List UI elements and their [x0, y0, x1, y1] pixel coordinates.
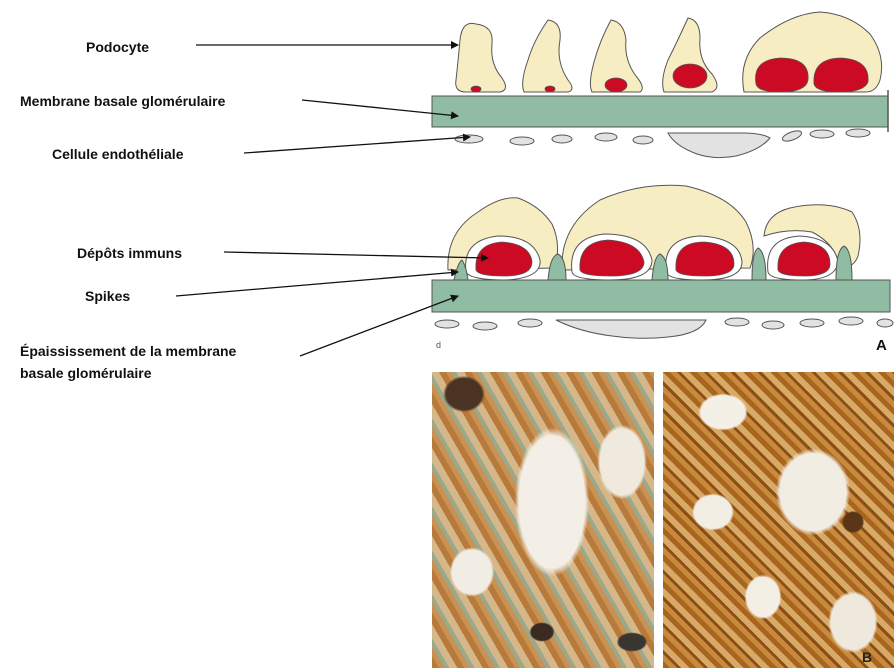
panel-letter-b: B [862, 649, 872, 665]
endothelial-cells-normal [455, 129, 870, 158]
basement-membrane-thickened [432, 280, 890, 312]
endothelial-cells-membranous [435, 317, 893, 338]
normal-glomerular-wall [432, 12, 888, 158]
panel-letter-a: A [876, 337, 887, 354]
membranous-glomerular-wall [432, 185, 893, 338]
basement-membrane-normal [432, 96, 888, 127]
small-mark: d [436, 340, 441, 350]
